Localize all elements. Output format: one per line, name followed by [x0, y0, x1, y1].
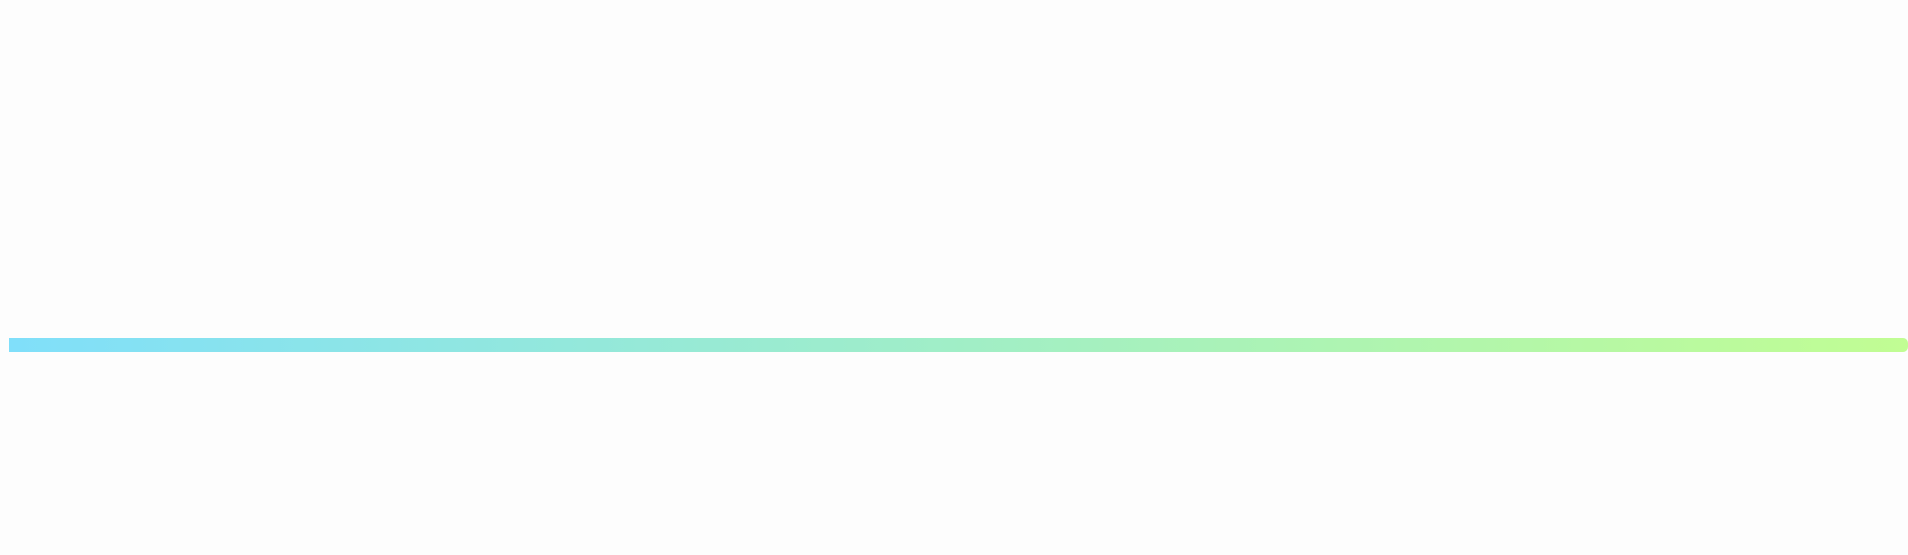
progress-bar: [9, 338, 1908, 352]
progress-bar-fill: [9, 338, 1908, 352]
